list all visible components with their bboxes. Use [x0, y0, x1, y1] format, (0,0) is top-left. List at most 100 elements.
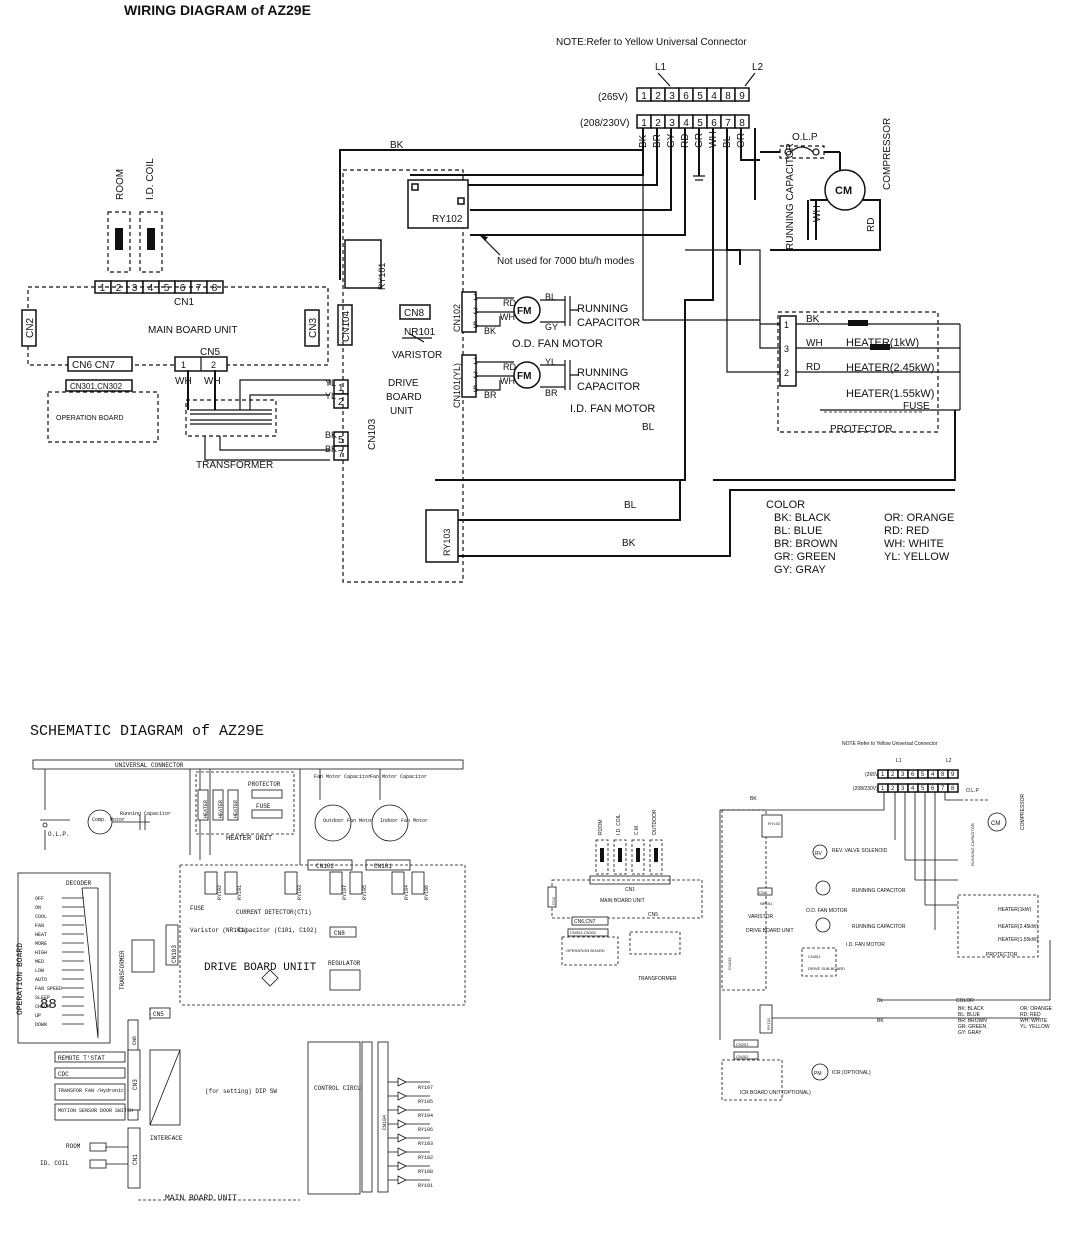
outdoor-fan-motor [314, 804, 352, 842]
mini-cn301: CN301 [808, 954, 821, 959]
svg-text:WH: WH [175, 376, 192, 387]
mini-uc208-pin-label: 5 [921, 786, 925, 792]
mini-uc208-pin-label: 1 [881, 786, 885, 792]
mini-od-fan: O.D. FAN MOTOR [806, 908, 848, 914]
cn6cn7-label: CN6 CN7 [72, 360, 115, 371]
svg-text:1: 1 [473, 292, 478, 302]
uc265-pin-label: 8 [725, 91, 731, 102]
cn103-schematic: CN103 [171, 945, 178, 963]
motion-sensor-label: MOTION SENSOR DOOR SWITCH [58, 1108, 133, 1114]
relay-driver [397, 1175, 407, 1185]
uc265-pin-label: 9 [739, 91, 745, 102]
cn103-pin-label: 7 [338, 449, 344, 460]
mini-color-title: COLOR [956, 998, 974, 1004]
schematic-relay [204, 871, 218, 895]
cn104-label: CN104 [341, 310, 352, 342]
schematic-relay [391, 871, 405, 895]
cn104-schematic: CN104 [382, 1115, 388, 1130]
mini-uc265-pin-label: 2 [891, 772, 895, 778]
v265-label: (265V) [598, 92, 628, 103]
mini-uc265-pin-label: 4 [931, 772, 935, 778]
mini-v265: (265V) [865, 772, 880, 778]
schematic-relay-label: RY103 [297, 885, 303, 900]
legend-entry: YL: YELLOW [884, 551, 950, 563]
uc208-pin-label: 8 [739, 118, 745, 129]
od-fm-label: FM [517, 306, 531, 317]
schematic-relay [411, 871, 425, 895]
l2-label: L2 [752, 62, 764, 73]
control-circuit [307, 1041, 361, 1195]
uc265-pin-label: 1 [641, 91, 647, 102]
cn103-pin-label: 2 [338, 397, 344, 408]
legend-entry: YL: YELLOW [1020, 1024, 1050, 1030]
cn6-schematic: CN6 [132, 1036, 138, 1045]
legend-entry: BK: BLACK [774, 512, 832, 524]
mini-cn6cn7: CN6,CN7 [574, 919, 596, 925]
id-fan-motor [513, 361, 541, 389]
mini-pm: PM [814, 1071, 822, 1077]
mini-cn103: CN103 [727, 957, 732, 970]
schematic-relay-label: RY101 [237, 885, 243, 900]
cn1-pin-label: 6 [180, 283, 186, 294]
cn101-label: CN101(YL) [452, 363, 462, 408]
svg-text:WH: WH [806, 338, 823, 349]
svg-text:3: 3 [473, 306, 478, 316]
capacitor-schematic-label: Capacitor (C101, C102) [238, 927, 317, 934]
svg-text:2: 2 [211, 360, 216, 370]
id-fm-label: FM [517, 371, 531, 382]
cm-label: CM [835, 185, 852, 197]
mini-icr-board-label: ICR BOARD UNIT (OPTIONAL) [740, 1090, 811, 1096]
wiring-diagram: WIRING DIAGRAM of AZ29E NOTE:Refer to Ye… [21, 2, 961, 583]
mini-icr-board [721, 1059, 783, 1101]
mini-uc208-pin-label: 2 [891, 786, 895, 792]
running-capacitor-label: RUNNING CAPACITOR [785, 143, 796, 250]
svg-text:RD: RD [806, 362, 820, 373]
output-relay-label: RY106 [418, 1127, 433, 1133]
decoder-label: DECODER [66, 880, 92, 887]
mini-uc265-pin-label: 8 [941, 772, 945, 778]
svg-text:BK: BK [806, 314, 820, 325]
mini-uc208-pin-label: 4 [911, 786, 915, 792]
svg-text:BK: BK [325, 444, 337, 454]
svg-text:BR: BR [484, 390, 497, 400]
cn1-pin-label: 1 [100, 283, 106, 294]
fan-cap-label-1: Fan Motor Capacitor [314, 774, 371, 780]
svg-text:3: 3 [784, 344, 789, 354]
uc208-pin-label: 5 [697, 118, 703, 129]
svg-text:RD: RD [503, 362, 516, 372]
schematic-relay [284, 871, 298, 895]
od-running-cap-2: CAPACITOR [577, 317, 640, 329]
svg-text:WH: WH [500, 376, 515, 386]
svg-text:BK: BK [325, 430, 337, 440]
mini-uc208-pin-label: 6 [931, 786, 935, 792]
output-relay-label: RY105 [418, 1099, 433, 1105]
drive-board-schematic-label: DRIVE BOARD UNIIT [204, 962, 317, 974]
mini-v208: (208/230V) [853, 786, 878, 792]
wh-label-comp: WH [812, 205, 823, 222]
drive-label-1: DRIVE [388, 378, 419, 389]
mini-bl: BL [877, 998, 883, 1004]
relay-driver [397, 1105, 407, 1115]
cn5-schematic: CN5 [153, 1011, 164, 1018]
regulator-label: REGULATOR [328, 960, 361, 967]
cn1-pin-label: 8 [212, 283, 218, 294]
cn101-schematic: CN101 [374, 863, 392, 870]
mini-olp: O.L.P [966, 788, 979, 794]
wire-bk-label: BK [390, 140, 404, 151]
bridge-rectifier [261, 969, 279, 987]
compressor-label: COMPRESSOR [882, 118, 893, 190]
uc265-pin-label: 6 [683, 91, 689, 102]
olp-label: O.L.P [792, 132, 818, 143]
mini-main-board-label: MAIN BOARD UNIT [600, 898, 645, 904]
main-board-label: MAIN BOARD UNIT [148, 325, 237, 336]
heater-1-label: HEATER(1kW) [846, 337, 919, 349]
mini-uc265-pin-label: 6 [911, 772, 915, 778]
universal-connector-label: UNIVERSAL CONNECTOR [115, 762, 184, 769]
protector-schematic-label: PROTECTOR [248, 781, 281, 788]
op-item-label: AUTO [35, 977, 47, 983]
uc265-pin-label: 5 [697, 91, 703, 102]
